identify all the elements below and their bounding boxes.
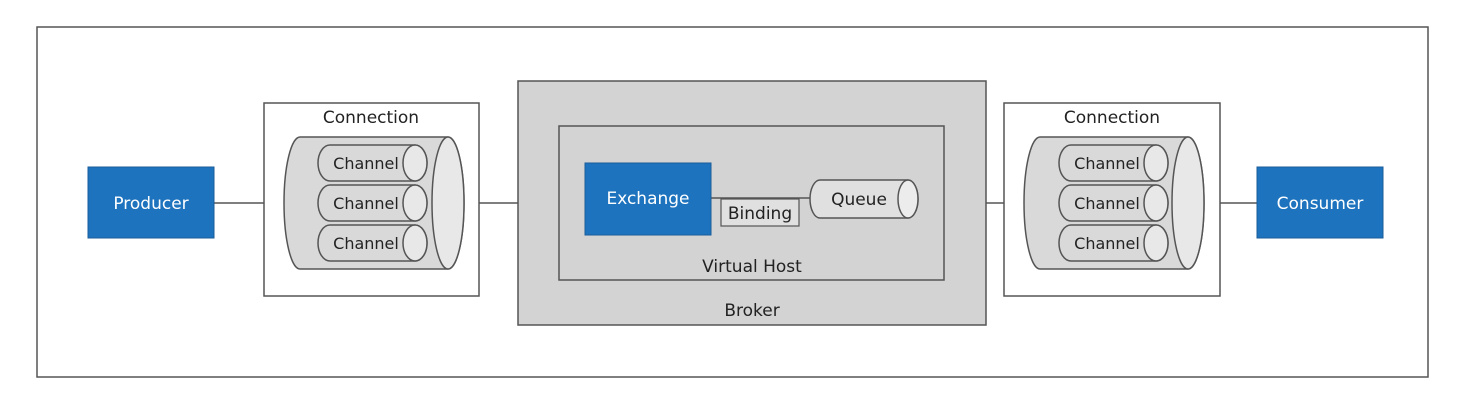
left-channel-2-label: Channel bbox=[333, 194, 399, 213]
left-channel-1-label: Channel bbox=[333, 154, 399, 173]
right-channel-3: Channel bbox=[1058, 224, 1169, 262]
broker: Broker Virtual Host Exchange Binding Que… bbox=[517, 80, 987, 326]
right-channel-3-label: Channel bbox=[1074, 234, 1140, 253]
queue-label: Queue bbox=[831, 190, 887, 210]
right-channel-1: Channel bbox=[1058, 144, 1169, 182]
exchange-node: Exchange bbox=[584, 162, 712, 236]
consumer-node: Consumer bbox=[1256, 166, 1384, 239]
left-channel-1: Channel bbox=[317, 144, 428, 182]
binding: Binding bbox=[720, 198, 800, 227]
left-channel-3-label: Channel bbox=[333, 234, 399, 253]
binding-label: Binding bbox=[728, 204, 792, 224]
right-channel-2-label: Channel bbox=[1074, 194, 1140, 213]
left-connection-title: Connection bbox=[323, 108, 419, 128]
left-channel-2: Channel bbox=[317, 184, 428, 222]
exchange-label: Exchange bbox=[606, 189, 689, 209]
queue: Queue bbox=[809, 179, 919, 219]
left-connection: Connection Channel Channel Channel bbox=[263, 102, 480, 297]
left-channel-3: Channel bbox=[317, 224, 428, 262]
right-connection-cylinder-end bbox=[1171, 136, 1205, 270]
virtual-host: Virtual Host Exchange Binding Queue bbox=[558, 125, 945, 281]
left-connection-cylinder-end bbox=[431, 136, 465, 270]
right-channel-2: Channel bbox=[1058, 184, 1169, 222]
producer-label: Producer bbox=[113, 194, 188, 214]
broker-label: Broker bbox=[724, 301, 779, 321]
virtual-host-label: Virtual Host bbox=[702, 257, 802, 277]
right-channel-1-label: Channel bbox=[1074, 154, 1140, 173]
consumer-label: Consumer bbox=[1277, 194, 1364, 214]
right-connection: Connection Channel Channel Channel bbox=[1003, 102, 1221, 297]
producer-node: Producer bbox=[87, 166, 215, 239]
right-connection-title: Connection bbox=[1064, 108, 1160, 128]
